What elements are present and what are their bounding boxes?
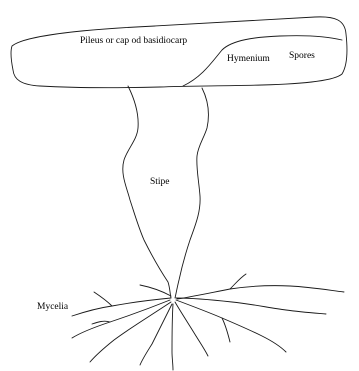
spores-label: Spores [289, 52, 315, 62]
stipe-left-edge [123, 86, 171, 298]
hymenium-label: Hymenium [227, 55, 270, 65]
stipe-right-edge [175, 88, 208, 298]
mycelia-label: Mycelia [37, 303, 68, 313]
stipe-label: Stipe [150, 178, 170, 188]
mycelia-threads [72, 274, 344, 370]
cap-label: Pileus or cap od basidiocarp [80, 37, 187, 47]
